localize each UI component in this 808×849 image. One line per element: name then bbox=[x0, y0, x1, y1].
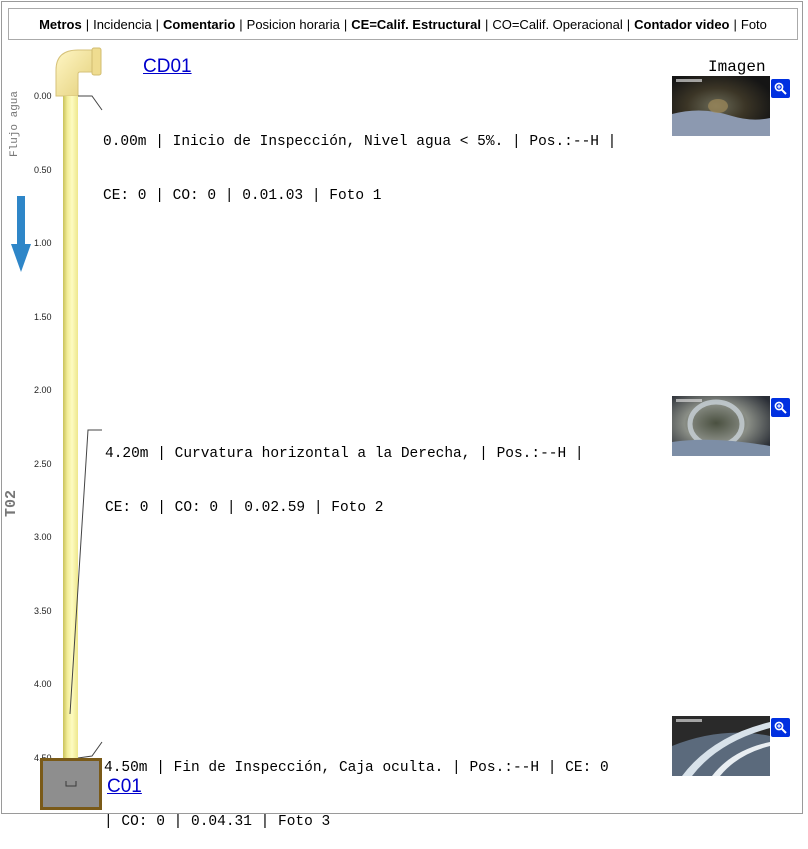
zoom-button-3[interactable] bbox=[771, 718, 790, 737]
legend-sep: | bbox=[343, 16, 348, 32]
scale-label: 1.00 bbox=[34, 238, 52, 248]
legend-ce: CE=Calif. Estructural bbox=[351, 16, 481, 32]
sewer-photo-1 bbox=[672, 76, 770, 136]
legend-sep: | bbox=[484, 16, 489, 32]
scale-label: 0.00 bbox=[34, 91, 52, 101]
legend-comentario: Comentario bbox=[163, 16, 236, 32]
observation-line: CE: 0 | CO: 0 | 0.01.03 | Foto 1 bbox=[103, 188, 382, 204]
legend-foto: Foto bbox=[740, 16, 767, 32]
leader-line-2 bbox=[69, 429, 102, 715]
legend-sep: | bbox=[733, 16, 737, 32]
sewer-photo-3 bbox=[672, 716, 770, 776]
legend-sep: | bbox=[85, 16, 90, 32]
legend-contador: Contador video bbox=[634, 16, 730, 32]
report-frame bbox=[1, 1, 803, 814]
magnifier-plus-icon bbox=[774, 401, 787, 414]
observation-1: 0.00m | Inicio de Inspección, Nivel agua… bbox=[103, 97, 616, 223]
pipe-elbow-icon bbox=[55, 47, 102, 97]
leader-line-1 bbox=[78, 95, 103, 111]
legend-sep: | bbox=[626, 16, 631, 32]
photo-thumbnail-1[interactable] bbox=[672, 76, 770, 136]
manhole-icon bbox=[40, 758, 102, 810]
magnifier-plus-icon bbox=[774, 721, 787, 734]
observation-2: 4.20m | Curvatura horizontal a la Derech… bbox=[105, 409, 584, 535]
scale-label: 0.50 bbox=[34, 165, 52, 175]
observation-line: 4.20m | Curvatura horizontal a la Derech… bbox=[105, 446, 584, 462]
observation-line: CE: 0 | CO: 0 | 0.02.59 | Foto 2 bbox=[105, 500, 384, 516]
start-node-link[interactable]: CD01 bbox=[143, 56, 192, 77]
image-column-title: Imagen bbox=[708, 58, 766, 76]
legend-posicion: Posicion horaria bbox=[246, 16, 340, 32]
sewer-photo-2 bbox=[672, 396, 770, 456]
leader-lines bbox=[69, 95, 103, 759]
scale-label: 4.00 bbox=[34, 679, 52, 689]
legend-incidencia: Incidencia bbox=[93, 16, 152, 32]
observation-line: 0.00m | Inicio de Inspección, Nivel agua… bbox=[103, 134, 617, 150]
scale-label: 1.50 bbox=[34, 312, 52, 322]
legend-metros: Metros bbox=[39, 16, 82, 32]
scale-label: 3.00 bbox=[34, 532, 52, 542]
pipe-segment bbox=[63, 96, 78, 760]
scale-label: 2.50 bbox=[34, 459, 52, 469]
leader-line-3 bbox=[77, 741, 103, 759]
legend-sep: | bbox=[155, 16, 160, 32]
observation-line: | CO: 0 | 0.04.31 | Foto 3 bbox=[104, 814, 331, 830]
manhole-cover bbox=[43, 761, 99, 807]
scale-label: 3.50 bbox=[34, 606, 52, 616]
observation-3: 4.50m | Fin de Inspección, Caja oculta. … bbox=[104, 723, 609, 849]
photo-thumbnail-3[interactable] bbox=[672, 716, 770, 776]
down-arrow-icon bbox=[11, 196, 31, 272]
photo-thumbnail-2[interactable] bbox=[672, 396, 770, 456]
scale-label: 2.00 bbox=[34, 385, 52, 395]
observation-line: 4.50m | Fin de Inspección, Caja oculta. … bbox=[104, 760, 609, 776]
legend-bar: Metros | Incidencia | Comentario | Posic… bbox=[8, 8, 798, 40]
legend-co: CO=Calif. Operacional bbox=[492, 16, 623, 32]
legend-sep: | bbox=[239, 16, 243, 32]
zoom-button-2[interactable] bbox=[771, 398, 790, 417]
zoom-button-1[interactable] bbox=[771, 79, 790, 98]
manhole-handle-icon bbox=[65, 781, 77, 787]
magnifier-plus-icon bbox=[774, 82, 787, 95]
end-node-link[interactable]: C01 bbox=[107, 776, 142, 797]
